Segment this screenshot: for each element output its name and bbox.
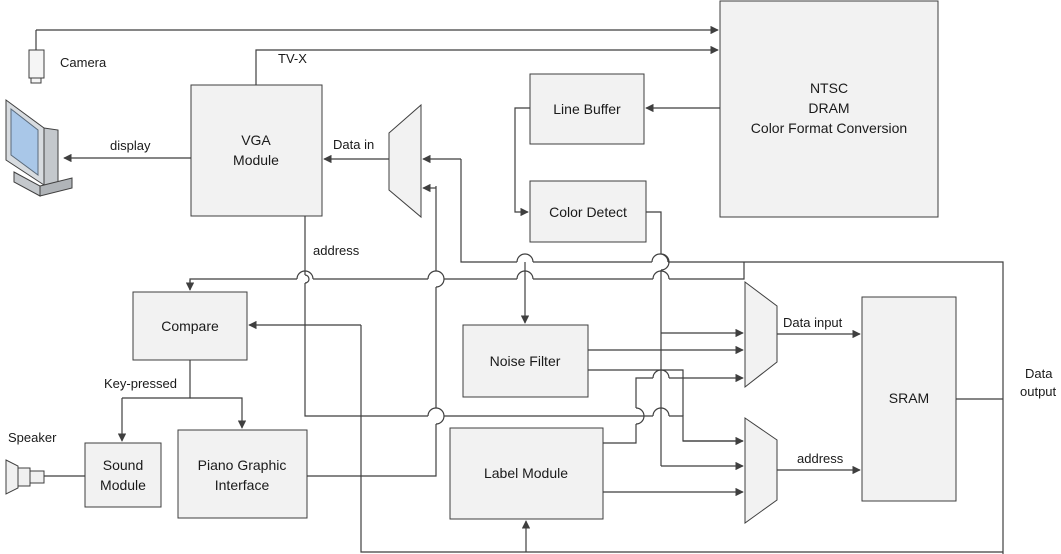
address-vga-label: address bbox=[313, 243, 360, 258]
line-buffer-block bbox=[529, 73, 645, 145]
piano-label-2: Interface bbox=[215, 477, 270, 493]
ntsc-label-3: Color Format Conversion bbox=[751, 120, 907, 136]
display-label: display bbox=[110, 138, 151, 153]
camera-icon bbox=[28, 30, 45, 84]
sram-label: SRAM bbox=[889, 390, 929, 406]
label-module-label: Label Module bbox=[484, 465, 568, 481]
sound-label-1: Sound bbox=[103, 457, 143, 473]
vga-label-1: VGA bbox=[241, 132, 271, 148]
sound-module-block bbox=[84, 442, 162, 508]
monitor-icon bbox=[5, 99, 73, 197]
mux-data-input bbox=[744, 281, 778, 389]
camera-label: Camera bbox=[60, 55, 107, 70]
ntsc-label-1: NTSC bbox=[810, 80, 848, 96]
wire-output-top-bus bbox=[460, 159, 1004, 554]
data-output-label-1: Data bbox=[1025, 366, 1053, 381]
address-sram-label: address bbox=[797, 451, 844, 466]
ntsc-block bbox=[719, 0, 939, 218]
vga-module-block bbox=[190, 84, 323, 217]
tvx-label: TV-X bbox=[278, 51, 307, 66]
wire-vga-address bbox=[304, 216, 743, 442]
compare-label: Compare bbox=[161, 318, 219, 334]
speaker-label: Speaker bbox=[8, 430, 57, 445]
vga-label-2: Module bbox=[233, 152, 279, 168]
color-detect-label: Color Detect bbox=[549, 204, 627, 220]
noise-filter-label: Noise Filter bbox=[490, 353, 561, 369]
piano-graphic-block bbox=[177, 429, 308, 519]
wire-colordetect-mux bbox=[646, 211, 662, 333]
ntsc-label-2: DRAM bbox=[808, 100, 849, 116]
mux-data-in bbox=[388, 103, 422, 219]
noise-filter-block bbox=[462, 324, 589, 398]
sram-block bbox=[861, 296, 957, 502]
mux-address bbox=[744, 417, 778, 524]
speaker-icon bbox=[5, 459, 45, 495]
sound-label-2: Module bbox=[100, 477, 146, 493]
wire-noise-mux2 bbox=[588, 369, 684, 416]
wire-to-piano bbox=[190, 397, 247, 429]
compare-block bbox=[132, 291, 248, 361]
data-output-label-2: output bbox=[1020, 384, 1057, 399]
wire-linebuffer-colordetect bbox=[514, 107, 530, 217]
wire-piano-mux bbox=[307, 186, 437, 477]
wire-label-mux1 bbox=[603, 377, 680, 444]
data-input-label: Data input bbox=[783, 315, 843, 330]
wire-compare-top bbox=[189, 262, 745, 290]
line-buffer-label: Line Buffer bbox=[553, 101, 621, 117]
label-module-block bbox=[449, 427, 604, 520]
data-in-label: Data in bbox=[333, 137, 374, 152]
key-pressed-label: Key-pressed bbox=[104, 376, 177, 391]
wire-bottom-bus bbox=[360, 325, 1003, 553]
piano-label-1: Piano Graphic bbox=[198, 457, 287, 473]
wire-jumps bbox=[296, 253, 670, 425]
color-detect-block bbox=[529, 180, 647, 243]
wire-vga-tvx bbox=[255, 45, 719, 85]
